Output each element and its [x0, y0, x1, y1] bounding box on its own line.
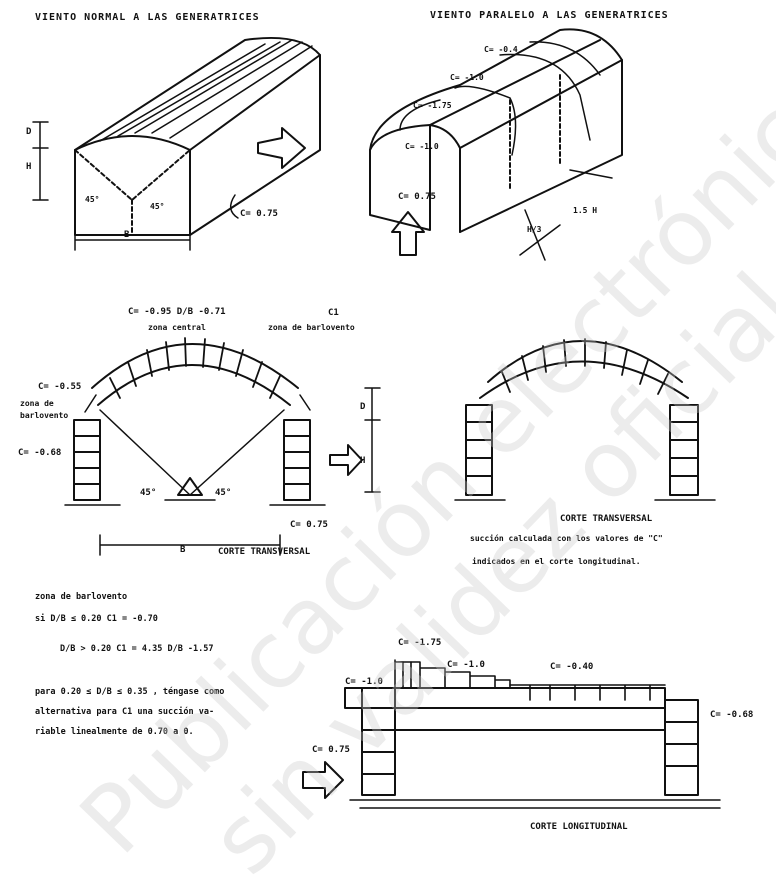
fig1-angle-left: 45°: [85, 195, 100, 204]
header-right: VIENTO PARALELO A LAS GENERATRICES: [430, 10, 669, 21]
fig5-coef-075: C= 0.75: [312, 745, 350, 755]
fig2-dim-h3: H/3: [527, 225, 542, 234]
fig2-coef-2: C= -1.0: [450, 73, 484, 82]
fig3-zone-barlovento-left: zona de barlovento: [20, 399, 69, 420]
fig2-dim-15h: 1.5 H: [573, 206, 598, 215]
fig5-coef-040: C= -0.40: [550, 662, 594, 672]
fig3-angle-left: 45°: [140, 488, 157, 498]
fig5-drawing: [302, 659, 721, 809]
fig3-c-wall: C= -0.68: [18, 448, 62, 458]
fig3-h-label: H: [360, 456, 366, 466]
fig3-title: CORTE TRANSVERSAL: [218, 547, 311, 557]
header-left: VIENTO NORMAL A LAS GENERATRICES: [35, 12, 260, 23]
fig3-c-left: C= -0.55: [38, 382, 82, 392]
fig1-h-label: H: [26, 162, 32, 172]
notes-line-5: alternativa para C1 una succión va-: [35, 707, 215, 717]
fig2-coef-1: C= -0.4: [484, 45, 518, 54]
fig1-drawing: [32, 36, 321, 251]
fig3-c1: C1: [328, 308, 339, 318]
fig3-c-wind: C= 0.75: [290, 520, 328, 530]
fig1-angle-right: 45°: [150, 202, 165, 211]
notes-line-6: riable linealmente de 0.70 a 0.: [35, 727, 194, 737]
fig2-coef-5: C= 0.75: [398, 192, 436, 202]
fig5-coef-068: C= -0.68: [710, 710, 754, 720]
fig1-d-label: D: [26, 127, 32, 137]
fig3-zone-central: zona central: [148, 323, 206, 332]
fig3-d-label: D: [360, 402, 366, 412]
fig4-title: CORTE TRANSVERSAL: [560, 514, 653, 524]
fig4-note-2: indicados en el corte longitudinal.: [472, 557, 641, 566]
fig1-b-label: B: [124, 230, 130, 240]
engineering-diagram: [32, 28, 721, 809]
fig4-drawing: [454, 338, 716, 501]
fig3-angle-right: 45°: [215, 488, 232, 498]
fig3-zone-barlovento-right: zona de barlovento: [268, 323, 355, 332]
notes-line-2: si D/B ≤ 0.20 C1 = -0.70: [35, 614, 158, 624]
fig4-note-1: succión calculada con los valores de "C": [470, 534, 663, 543]
fig5-coef-175: C= -1.75: [398, 638, 442, 648]
notes-line-1: zona de barlovento: [35, 592, 128, 602]
fig2-coef-4: C= -1.0: [405, 142, 439, 151]
fig5-coef-10: C= -1.0: [447, 660, 485, 670]
fig5-title: CORTE LONGITUDINAL: [530, 822, 628, 832]
notes-line-4: para 0.20 ≤ D/B ≤ 0.35 , téngase como: [35, 687, 225, 697]
fig3-formula: C= -0.95 D/B -0.71: [128, 307, 226, 317]
fig2-drawing: [369, 28, 623, 261]
fig3-b-label: B: [180, 545, 186, 555]
fig2-coef-3: C= -1.75: [413, 101, 452, 110]
fig3-drawing: [64, 337, 381, 556]
fig5-coef-110: C= -1.0: [345, 677, 383, 687]
notes-line-3: D/B > 0.20 C1 = 4.35 D/B -1.57: [60, 644, 214, 654]
fig1-coef: C= 0.75: [240, 209, 278, 219]
